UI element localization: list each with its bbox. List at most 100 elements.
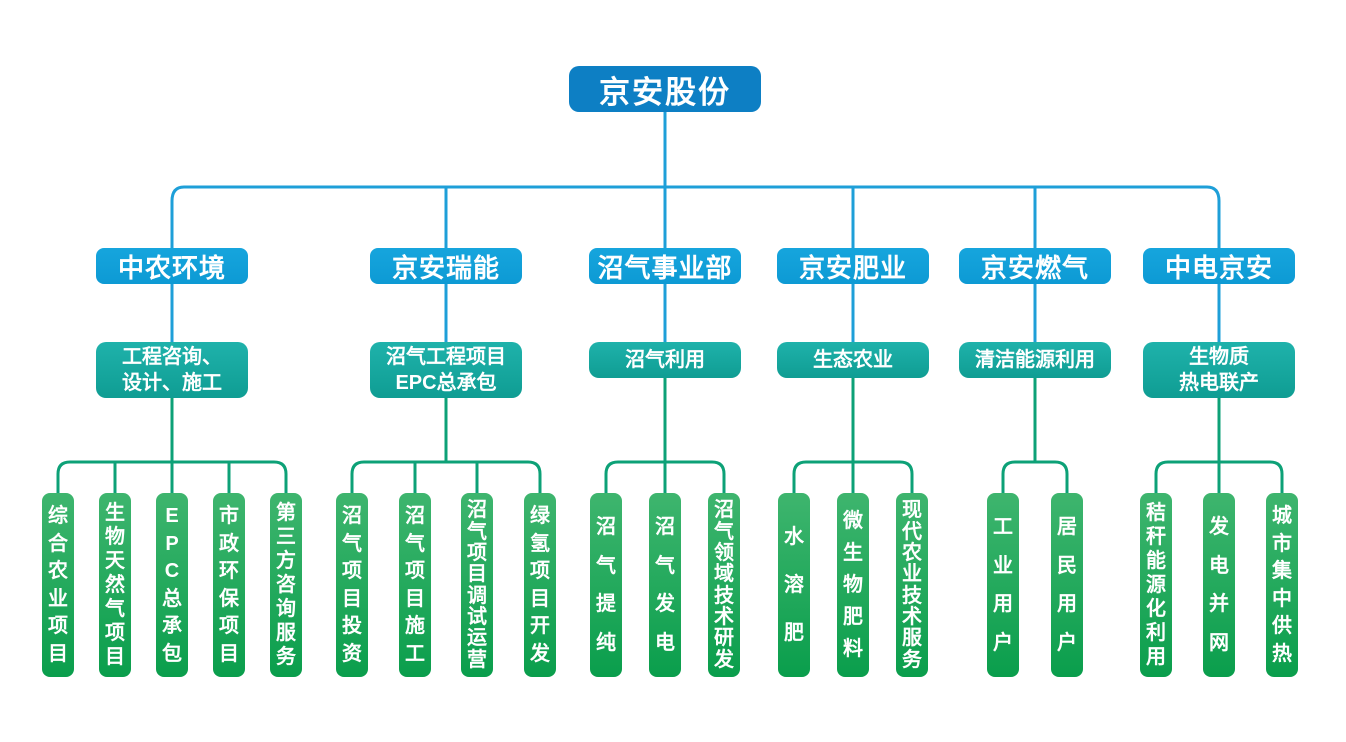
- leaf-char: 试: [467, 605, 487, 628]
- leaf-char: 纯: [596, 631, 616, 654]
- leaf-char: 用: [993, 593, 1013, 616]
- leaf-box: 绿氢项目开发: [524, 493, 556, 677]
- leaf-char: 利: [1146, 622, 1166, 644]
- leaf-char: 居: [1057, 516, 1077, 539]
- leaf-char: 城: [1272, 505, 1292, 528]
- leaf-char: 沼: [655, 516, 675, 539]
- leaf-char: 用: [1057, 593, 1077, 616]
- scope-box-biogas-utilization: 沼气利用: [589, 342, 741, 378]
- leaf-char: 运: [467, 627, 487, 650]
- leaf-box: 沼气项目施工: [399, 493, 431, 677]
- scope-box-clean-energy: 清洁能源利用: [959, 342, 1111, 378]
- scope-line: 生态农业: [813, 349, 893, 371]
- scope-line: 沼气利用: [625, 349, 705, 371]
- leaf-char: 沼: [714, 499, 734, 522]
- leaf-char: 项: [48, 615, 68, 638]
- leaf-char: 技: [902, 584, 922, 607]
- leaf-box: 第三方咨询服务: [270, 493, 302, 677]
- leaf-char: 领: [714, 541, 734, 564]
- leaf-box: 水溶肥: [778, 493, 810, 677]
- leaf-char: 气: [105, 598, 125, 620]
- leaf-char: 微: [843, 510, 863, 532]
- leaf-char: 业: [902, 563, 922, 586]
- leaf-char: 电: [1209, 554, 1229, 577]
- leaf-char: 绿: [530, 505, 550, 528]
- leaf-char: 集: [1272, 560, 1292, 583]
- leaf-char: 秆: [1146, 526, 1166, 548]
- leaf-char: 项: [530, 560, 550, 583]
- leaf-box: 现代农业技术服务: [896, 493, 928, 677]
- leaf-char: 技: [714, 584, 734, 607]
- leaf-box: 沼气项目投资: [336, 493, 368, 677]
- leaf-char: 总: [162, 587, 182, 610]
- leaf-char: 服: [276, 622, 296, 644]
- leaf-char: 合: [48, 532, 68, 555]
- leaf-char: 资: [342, 642, 362, 665]
- leaf-char: 三: [276, 526, 296, 548]
- leaf-char: 项: [105, 622, 125, 644]
- scope-line: 清洁能源利用: [975, 349, 1095, 371]
- leaf-box: 沼气项目调试运营: [461, 493, 493, 677]
- leaf-box: 沼气提纯: [590, 493, 622, 677]
- leaf-char: 农: [48, 560, 68, 583]
- leaf-char: 物: [105, 526, 125, 548]
- leaf-char: C: [164, 560, 180, 583]
- scope-line: 热电联产: [1179, 372, 1259, 394]
- leaf-char: 民: [1057, 554, 1077, 577]
- leaf-box: 城市集中供热: [1266, 493, 1298, 677]
- leaf-char: 氢: [530, 532, 550, 555]
- leaf-char: 沼: [467, 499, 487, 522]
- leaf-char: 生: [843, 542, 863, 564]
- leaf-char: 化: [1146, 598, 1166, 620]
- leaf-char: 发: [714, 648, 734, 671]
- leaf-char: 发: [1209, 516, 1229, 539]
- division-box-zhongnong-huanjing: 中农环境: [96, 248, 248, 284]
- leaf-char: 气: [405, 532, 425, 555]
- division-box-jingan-ranqi: 京安燃气: [959, 248, 1111, 284]
- root-company-box: 京安股份: [569, 66, 761, 112]
- leaf-char: 目: [467, 563, 487, 586]
- leaf-char: 气: [714, 520, 734, 543]
- leaf-char: 市: [219, 505, 239, 528]
- leaf-char: 并: [1209, 593, 1229, 616]
- leaf-box: 生物天然气项目: [99, 493, 131, 677]
- leaf-char: E: [165, 505, 179, 528]
- leaf-char: 用: [1146, 646, 1166, 668]
- leaf-char: 秸: [1146, 502, 1166, 524]
- leaf-char: 能: [1146, 550, 1166, 572]
- leaf-char: 业: [48, 587, 68, 610]
- leaf-char: 服: [902, 627, 922, 650]
- leaf-char: 综: [48, 505, 68, 528]
- leaf-char: 气: [342, 532, 362, 555]
- scope-line: 设计、施工: [122, 372, 222, 394]
- leaf-char: 气: [467, 520, 487, 543]
- leaf-char: 开: [530, 615, 550, 638]
- leaf-char: 网: [1209, 631, 1229, 654]
- leaf-char: 询: [276, 598, 296, 620]
- scope-line: 生物质: [1189, 346, 1249, 368]
- leaf-char: 务: [902, 648, 922, 671]
- leaf-char: 物: [843, 574, 863, 596]
- scope-line: EPC总承包: [395, 372, 497, 394]
- leaf-char: 业: [993, 554, 1013, 577]
- leaf-char: 溶: [784, 574, 804, 596]
- leaf-char: P: [165, 532, 179, 555]
- leaf-char: 目: [48, 642, 68, 665]
- leaf-char: 施: [405, 615, 425, 638]
- leaf-char: 工: [993, 516, 1013, 539]
- leaf-char: 发: [530, 642, 550, 665]
- leaf-char: 肥: [843, 606, 863, 628]
- leaf-char: 目: [342, 587, 362, 610]
- scope-line: 沼气工程项目: [386, 346, 506, 368]
- leaf-char: 目: [405, 587, 425, 610]
- leaf-char: 沼: [405, 505, 425, 528]
- leaf-char: 保: [219, 587, 239, 610]
- scope-box-biogas-epc: 沼气工程项目 EPC总承包: [370, 342, 522, 398]
- leaf-char: 天: [105, 550, 125, 572]
- leaf-char: 目: [219, 642, 239, 665]
- leaf-box: 沼气发电: [649, 493, 681, 677]
- leaf-char: 目: [105, 646, 125, 668]
- connector-blue-lines: [170, 112, 1221, 342]
- leaf-char: 沼: [342, 505, 362, 528]
- leaf-char: 农: [902, 541, 922, 564]
